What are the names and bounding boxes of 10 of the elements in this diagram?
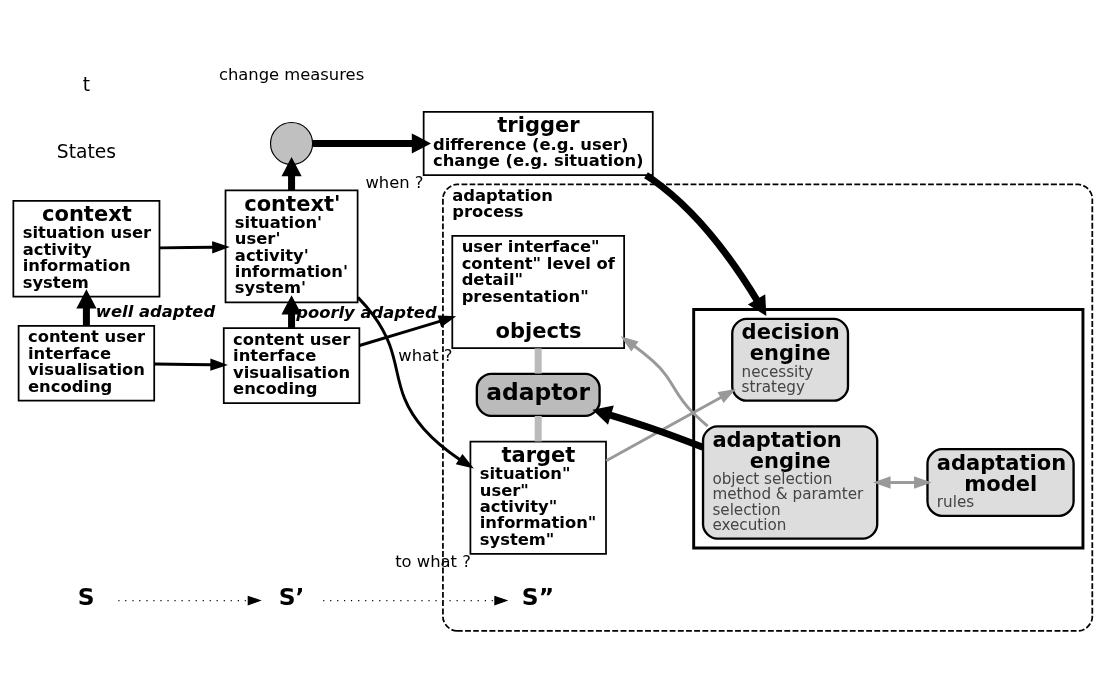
node-label: change measures xyxy=(218,65,365,85)
node-text: S’ xyxy=(278,583,305,612)
node-label: to what ? xyxy=(395,551,471,571)
edge-label: well adapted xyxy=(95,301,216,321)
node-text: S” xyxy=(521,583,555,612)
node-text: S xyxy=(77,583,95,612)
label: States xyxy=(56,141,117,163)
node-label: what ? xyxy=(398,346,453,366)
label: t xyxy=(82,73,91,95)
node-label: when ? xyxy=(365,173,424,193)
